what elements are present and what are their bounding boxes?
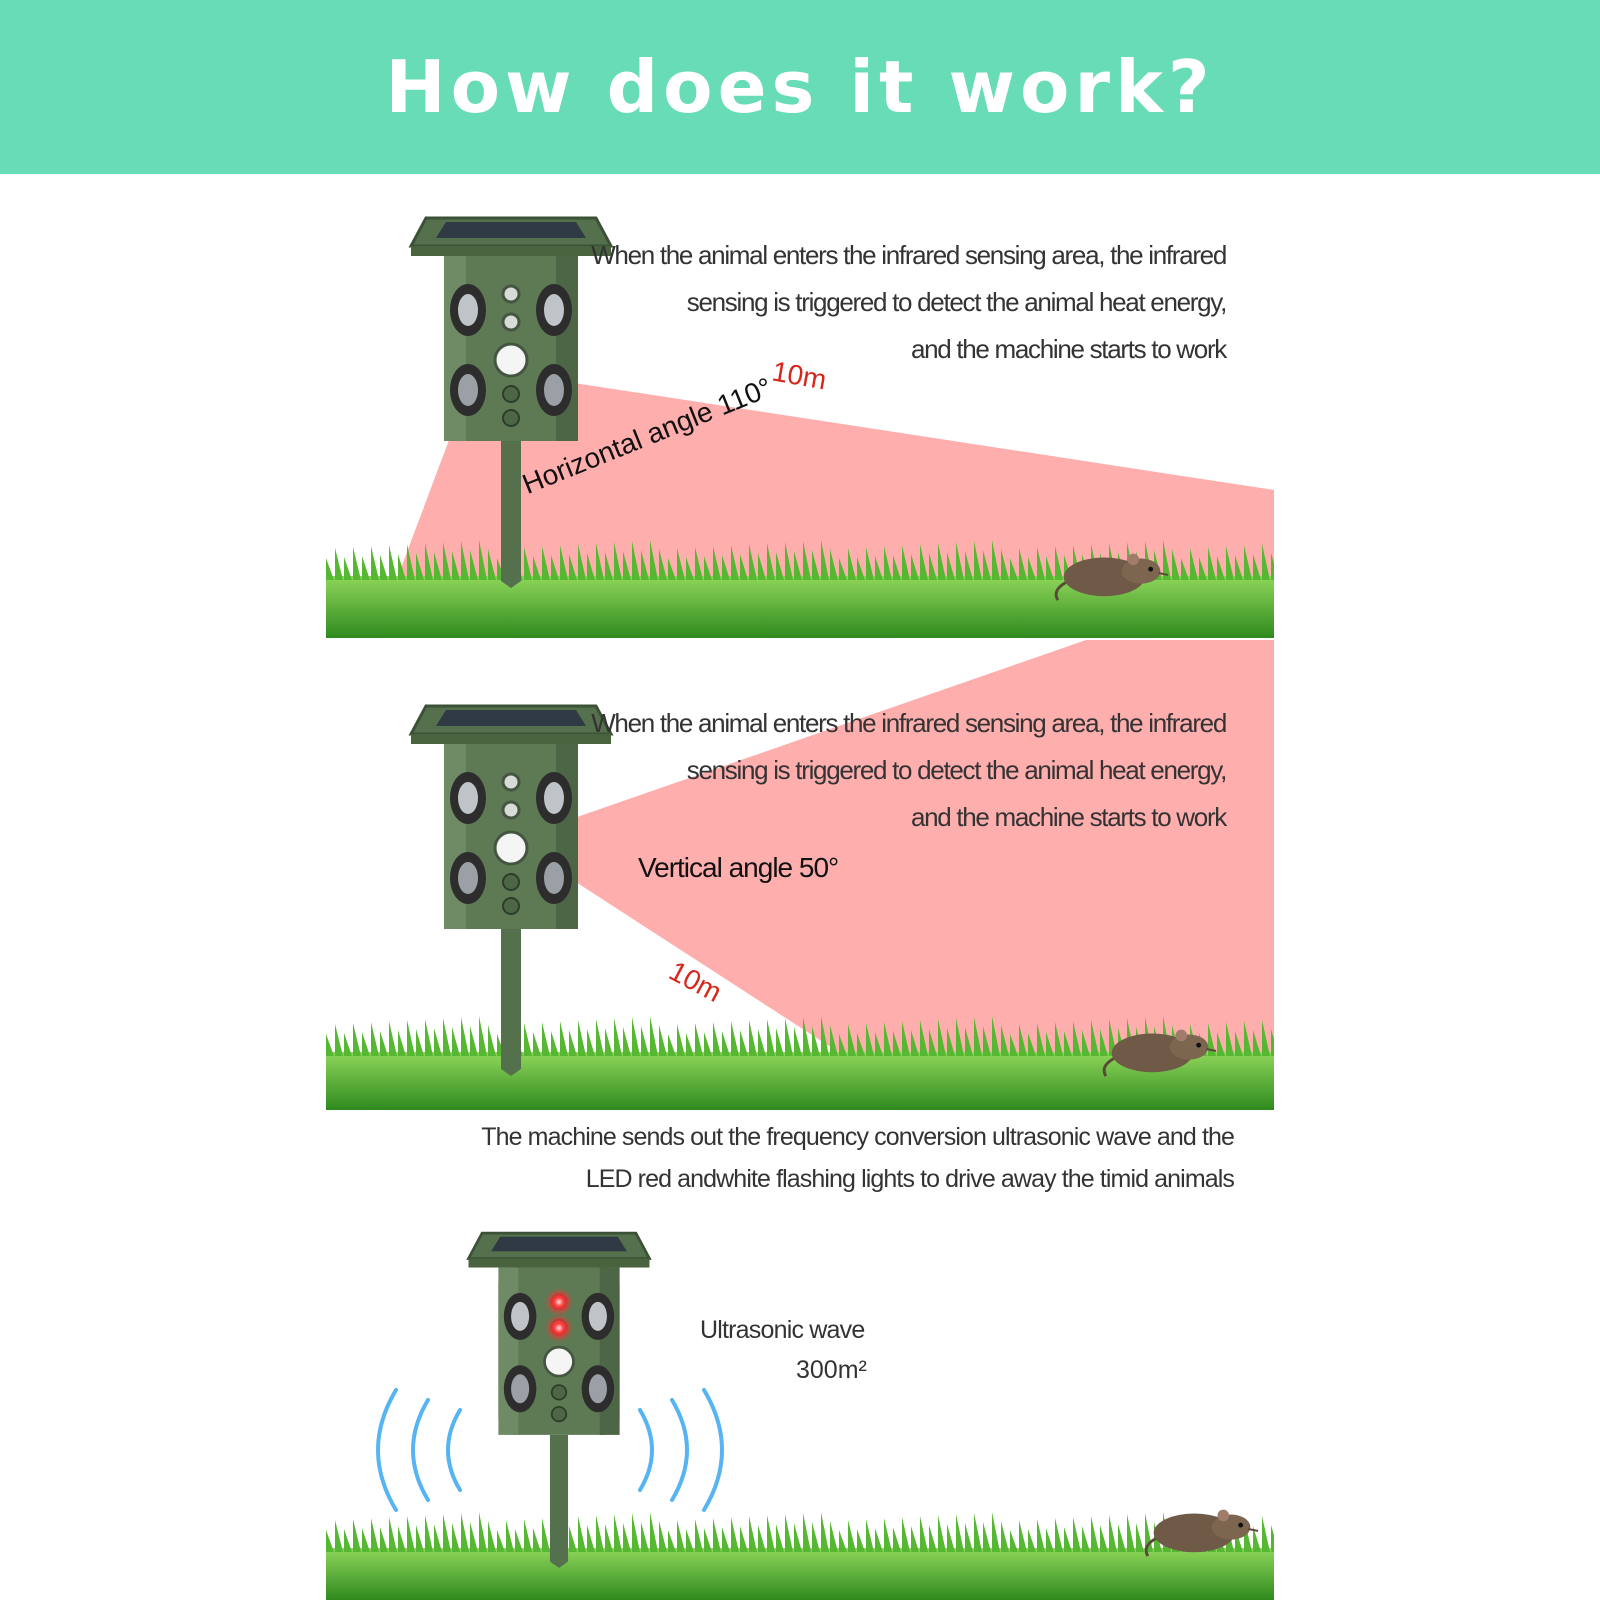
ultrasonic-wave-label: Ultrasonic wave xyxy=(700,1316,865,1344)
panel-vertical-sensing: When the animal enters the infrared sens… xyxy=(326,640,1274,1120)
panel-ultrasonic: The machine sends out the frequency conv… xyxy=(326,1120,1274,1600)
header-banner: How does it work? xyxy=(0,0,1600,174)
panel-horizontal-sensing: When the animal enters the infrared sens… xyxy=(326,208,1274,638)
grass-icon xyxy=(326,1016,1274,1110)
grass-icon xyxy=(326,1512,1274,1600)
vertical-sensing-illustration xyxy=(326,640,1274,1110)
ultrasonic-illustration xyxy=(326,1231,1274,1600)
sensing-zone xyxy=(386,368,1274,608)
led-icon xyxy=(545,1288,573,1316)
device-icon xyxy=(409,704,613,1076)
led-icon xyxy=(545,1314,573,1342)
ultrasonic-wave-icon xyxy=(376,1388,724,1512)
grass-icon xyxy=(326,540,1274,638)
panel-2-description: When the animal enters the infrared sens… xyxy=(591,708,1227,832)
horizontal-sensing-illustration xyxy=(326,216,1274,638)
panel-1-description: When the animal enters the infrared sens… xyxy=(591,240,1227,364)
angle-label: Vertical angle 50° xyxy=(638,852,839,883)
page-title: How does it work? xyxy=(385,45,1215,129)
device-icon xyxy=(467,1231,651,1570)
sensing-zone xyxy=(511,640,1274,1070)
panel-3-description: The machine sends out the frequency conv… xyxy=(481,1123,1235,1193)
area-label: 300m² xyxy=(796,1356,867,1384)
